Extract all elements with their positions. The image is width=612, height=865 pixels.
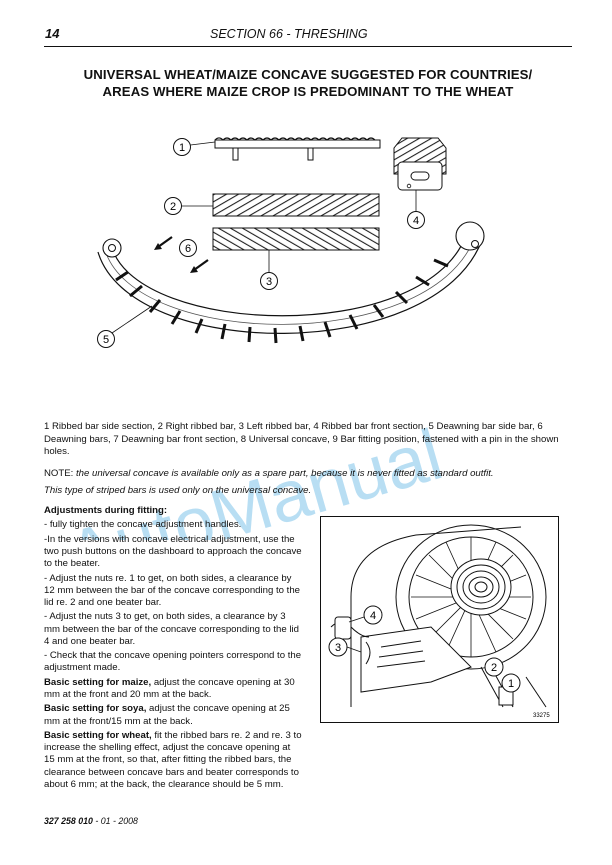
figure-caption: 1 Ribbed bar side section, 2 Right ribbe… (44, 421, 559, 458)
adjustment-step: - Check that the concave opening pointer… (44, 650, 302, 674)
adjustments-heading: Adjustments during fitting: (44, 505, 168, 516)
svg-text:2: 2 (491, 662, 497, 674)
footer-code: 327 258 010 (44, 816, 93, 826)
adjustments-section: Adjustments during fitting: - fully tigh… (44, 505, 302, 793)
page-title: UNIVERSAL WHEAT/MAIZE CONCAVE SUGGESTED … (44, 66, 572, 100)
callout-6: 6 (179, 239, 197, 257)
adjustment-step: - fully tighten the concave adjustment h… (44, 519, 242, 531)
maize-setting: Basic setting for maize, adjust the conc… (44, 676, 295, 700)
svg-text:1: 1 (508, 678, 514, 690)
svg-text:1: 1 (179, 142, 185, 154)
note-label: NOTE: (44, 468, 74, 479)
wheat-setting: Basic setting for wheat, fit the ribbed … (44, 729, 302, 790)
svg-text:6: 6 (185, 243, 191, 255)
soya-setting: Basic setting for soya, adjust the conca… (44, 703, 290, 727)
machine-figure: 4 3 2 1 33275 (320, 516, 559, 723)
footer-date: - 01 - 2008 (92, 816, 138, 826)
note-text: the universal concave is available only … (73, 468, 494, 479)
callout-2: 2 (164, 197, 213, 215)
callout-4: 4 (407, 190, 425, 229)
adjustment-step: -In the versions with concave electrical… (44, 533, 302, 570)
callout-4: 4 (348, 605, 383, 625)
right-ribbed-bar (212, 193, 380, 217)
callout-5: 5 (97, 305, 153, 348)
figure-code: 33275 (533, 713, 550, 719)
header-rule (44, 46, 572, 47)
svg-text:4: 4 (413, 215, 419, 227)
concave-figure: 1 2 3 4 5 6 (97, 137, 485, 348)
left-ribbed-bar (212, 227, 380, 251)
callout-3: 3 (328, 637, 362, 657)
section-title: SECTION 66 - THRESHING (210, 27, 368, 41)
adjustment-step: - Adjust the nuts re. 1 to get, on both … (44, 572, 300, 608)
svg-text:3: 3 (335, 642, 341, 654)
callout-1: 1 (501, 673, 521, 693)
machine-drawing: 4 3 2 1 33275 (328, 524, 550, 719)
svg-text:5: 5 (103, 334, 109, 346)
adjustment-step: - Adjust the nuts 3 to get, on both side… (44, 611, 299, 647)
note-line-2: This type of striped bars is used only o… (44, 485, 312, 496)
callout-1: 1 (173, 138, 216, 156)
title-line-1: UNIVERSAL WHEAT/MAIZE CONCAVE SUGGESTED … (83, 67, 533, 82)
ribbed-bar-front-section (393, 137, 447, 191)
page-number: 14 (45, 26, 60, 41)
callout-3: 3 (260, 250, 278, 290)
footer: 327 258 010 - 01 - 2008 (44, 816, 138, 826)
svg-text:3: 3 (266, 276, 272, 288)
svg-text:4: 4 (370, 610, 376, 622)
svg-text:2: 2 (170, 201, 176, 213)
ribbed-bar-side-section (214, 137, 381, 161)
callout-2: 2 (484, 657, 504, 677)
note: NOTE: the universal concave is available… (44, 468, 572, 481)
title-line-2: AREAS WHERE MAIZE CROP IS PREDOMINANT TO… (102, 84, 514, 99)
universal-concave-arc (97, 221, 485, 344)
